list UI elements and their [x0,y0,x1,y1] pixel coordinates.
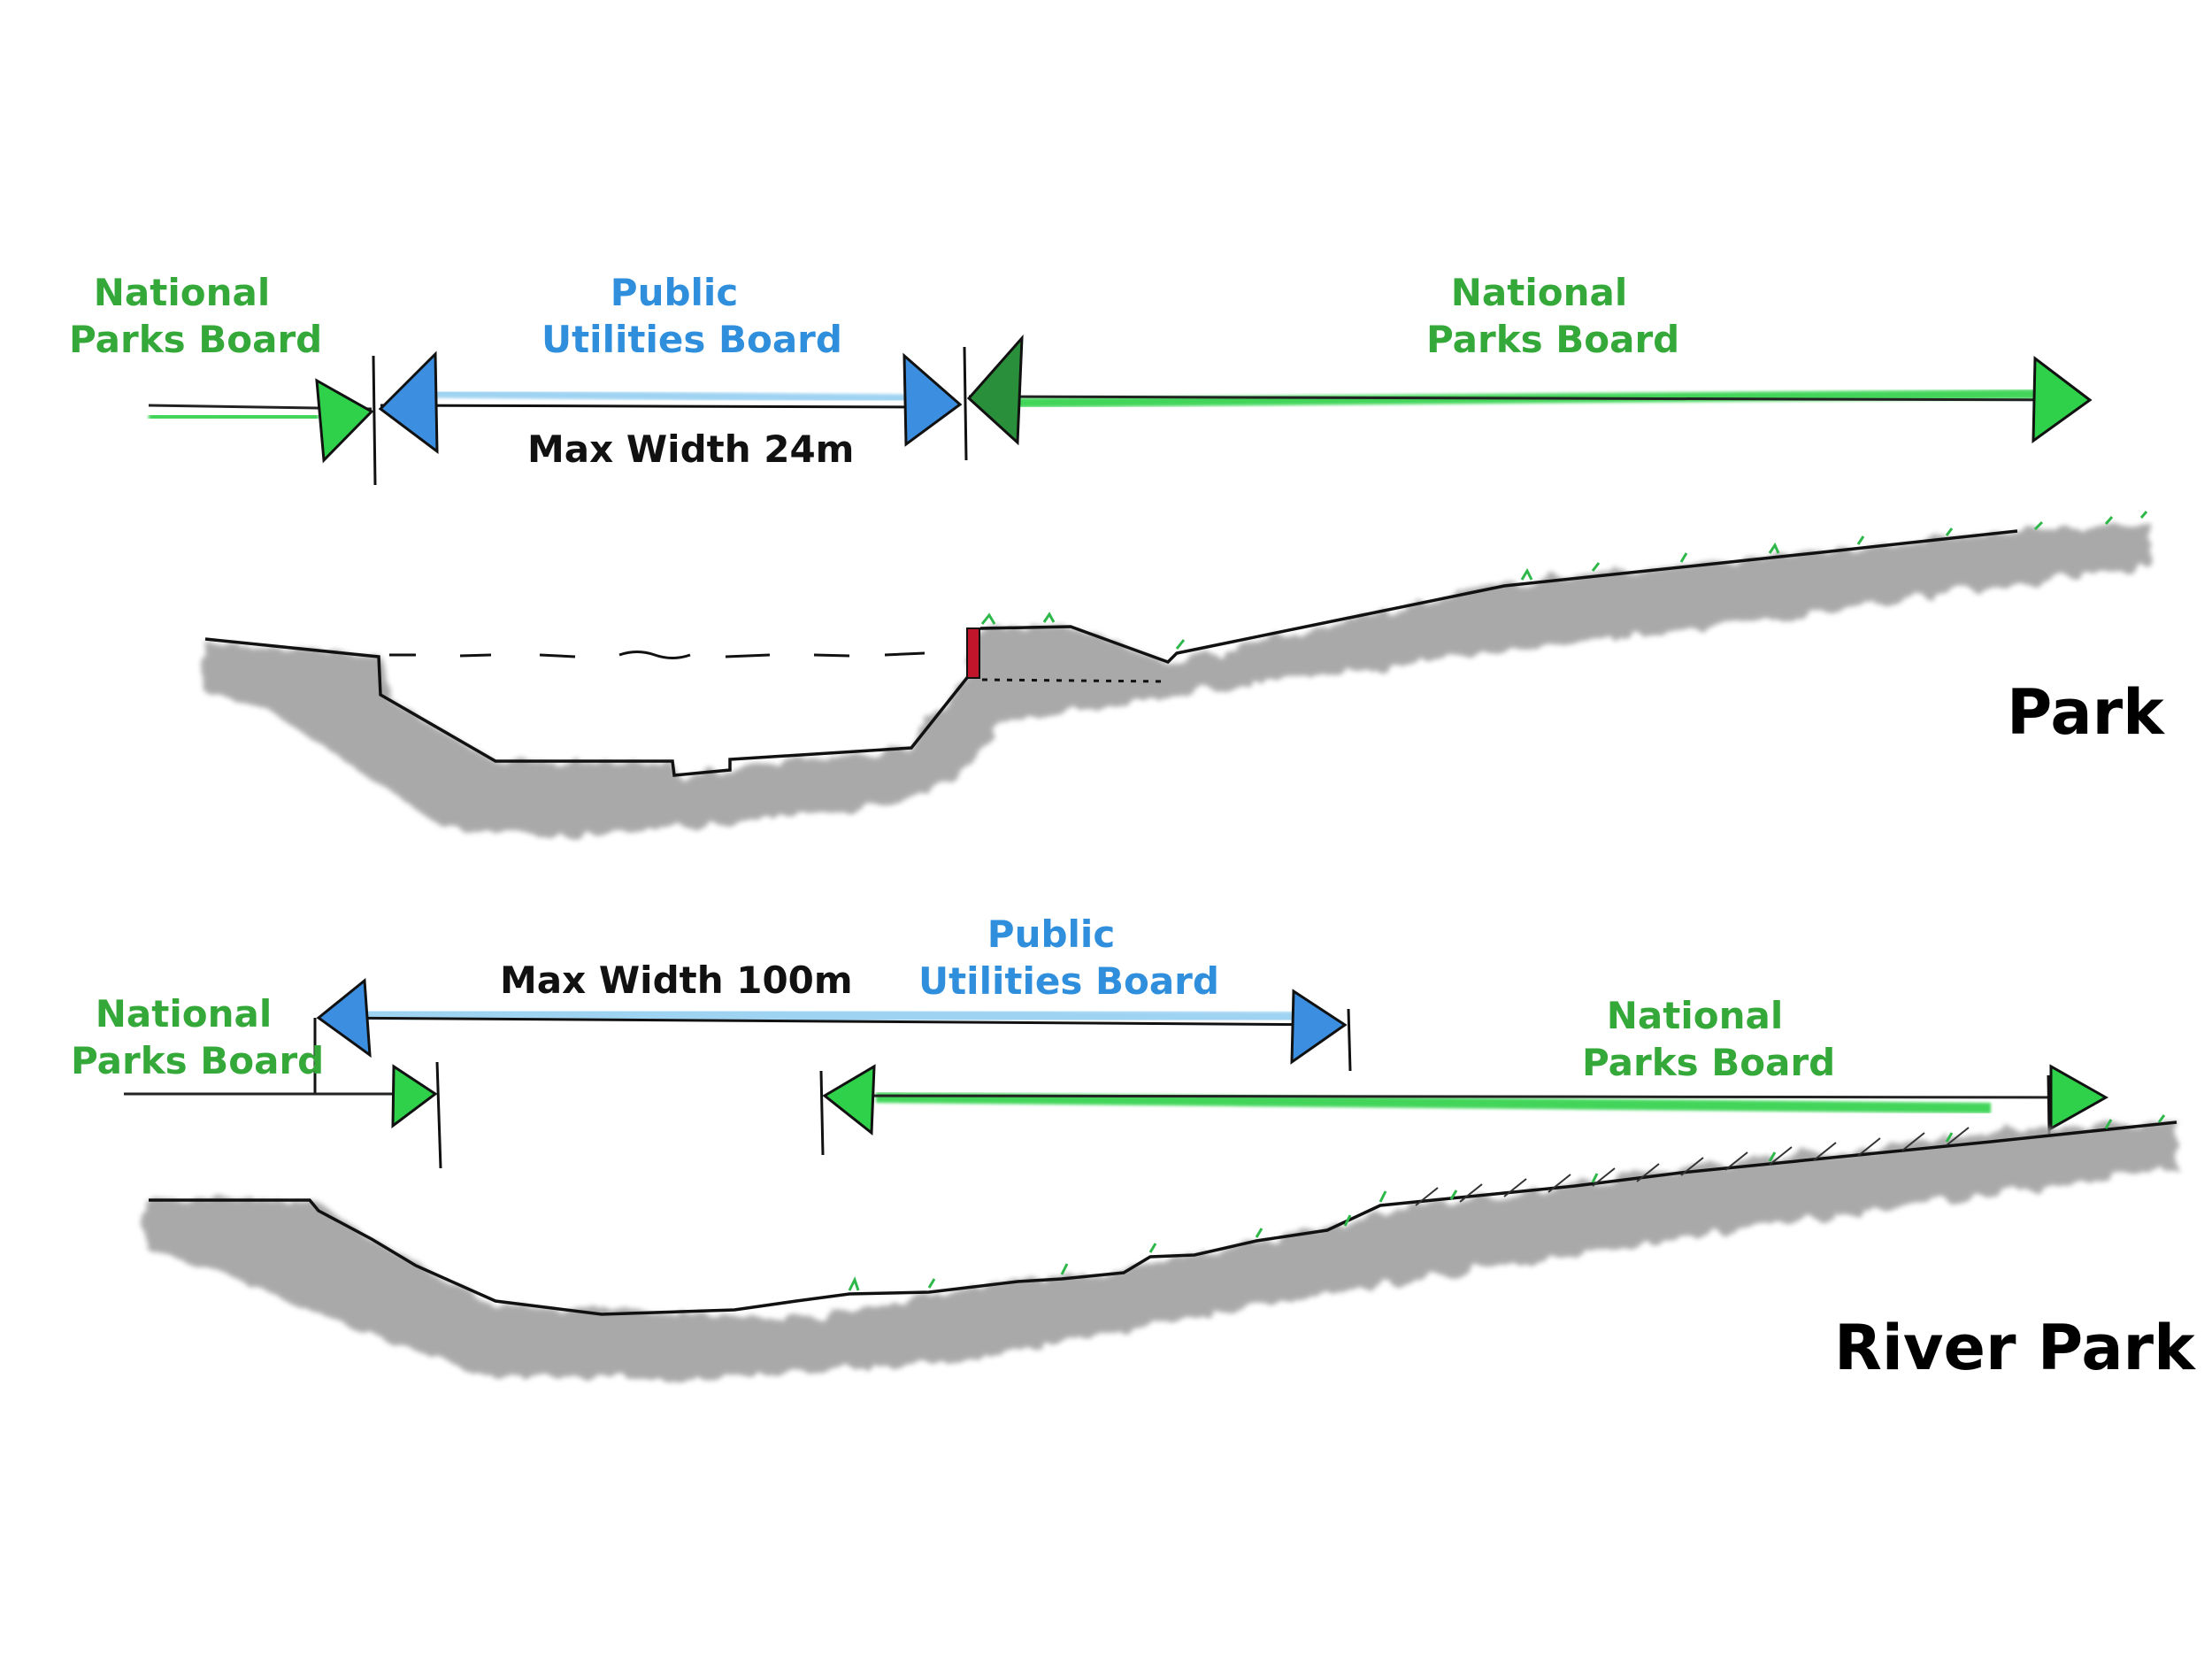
river-nparks-right-label: National Parks Board [1582,993,1836,1086]
river-tick-pub-right [1347,1008,1352,1072]
river-tick-mid [819,1070,825,1156]
river-nparks-right-line2: Parks Board [1582,1040,1836,1084]
park-grass-tufts [980,511,2148,650]
river-park-dimension-lines [124,978,2109,1169]
river-nparks-left-line2: Parks Board [71,1038,325,1082]
river-ground-profile [149,1120,2177,1316]
river-nparks-right-arrowhead-left [822,1064,876,1136]
river-nparks-right-line [824,1094,2107,1099]
park-pub-line2: Utilities Board [541,317,842,361]
park-pub-arrowhead-right [902,352,963,447]
river-park-terrain-section [146,1114,2177,1381]
park-nparks-right-arrowhead-right [2032,356,2093,443]
park-nparks-right-label: National Parks Board [1426,270,1680,363]
river-pub-arrowhead-right [1290,989,1348,1065]
park-nparks-right-arrowhead-left [966,334,1024,446]
park-terrain-section [204,511,2150,836]
park-pub-line [380,404,921,409]
park-nparks-right-line2: Parks Board [1426,317,1680,361]
park-ground-shading [204,522,2150,836]
park-pub-label: Public Utilities Board [541,270,842,363]
park-nparks-right-line1: National [1450,271,1628,314]
river-pub-line1: Public [987,912,1116,956]
river-nparks-right-line1: National [1606,994,1784,1037]
park-nparks-left-arrowhead [315,378,374,464]
park-pub-line1: Public [610,271,739,314]
river-tick-left [435,1061,442,1169]
park-bank-profile [979,529,2018,665]
river-nparks-left-line1: National [95,992,273,1036]
river-nparks-left-label: National Parks Board [71,991,325,1084]
river-ground-shading [146,1120,2177,1381]
river-tick-right [2047,1074,2051,1136]
park-tick-right [963,346,968,461]
river-nparks-right-arrowhead-right [2049,1064,2109,1131]
river-grass-tufts [848,1114,2166,1291]
river-pub-line [318,1016,1346,1027]
river-park-title: River Park [1834,1312,2195,1384]
river-pub-arrowhead-left [316,978,372,1059]
river-pub-label: Public Utilities Board [918,912,1219,1005]
park-nparks-left-line2: Parks Board [69,317,323,361]
park-width-label: Max Width 24m [527,427,855,471]
park-ground-profile [204,637,972,777]
river-nparks-left-arrowhead [391,1064,438,1129]
river-pub-water-marker [362,1007,1302,1024]
park-nparks-left-label: National Parks Board [69,270,323,363]
park-pub-water-marker [415,389,912,403]
park-nparks-right-line [968,395,2089,402]
river-pub-line2: Utilities Board [918,959,1219,1003]
park-title: Park [2007,676,2164,749]
park-nparks-left-line1: National [93,271,271,314]
park-dimension-lines [148,334,2093,486]
river-width-label: Max Width 100m [500,959,853,1002]
park-tick-left [372,355,377,486]
park-nparks-left-marker [148,411,319,423]
park-floodwall [966,627,980,679]
river-bank-hatching [1415,1127,1970,1206]
park-pub-arrowhead-left [378,350,439,455]
river-nparks-right-marker [875,1092,1992,1113]
park-water-level [389,651,926,659]
